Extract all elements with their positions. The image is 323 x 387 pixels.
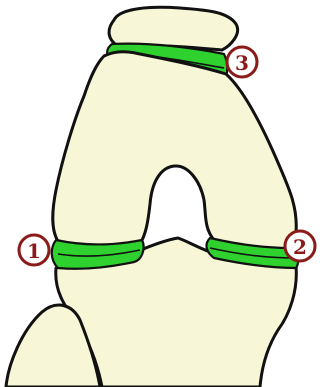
marker-1-label: 1 bbox=[27, 239, 41, 263]
femur bbox=[53, 52, 297, 251]
marker-1: 1 bbox=[19, 235, 49, 265]
marker-3-label: 3 bbox=[235, 51, 249, 75]
marker-2-label: 2 bbox=[293, 235, 307, 259]
marker-3: 3 bbox=[227, 47, 257, 77]
marker-2: 2 bbox=[285, 231, 315, 261]
